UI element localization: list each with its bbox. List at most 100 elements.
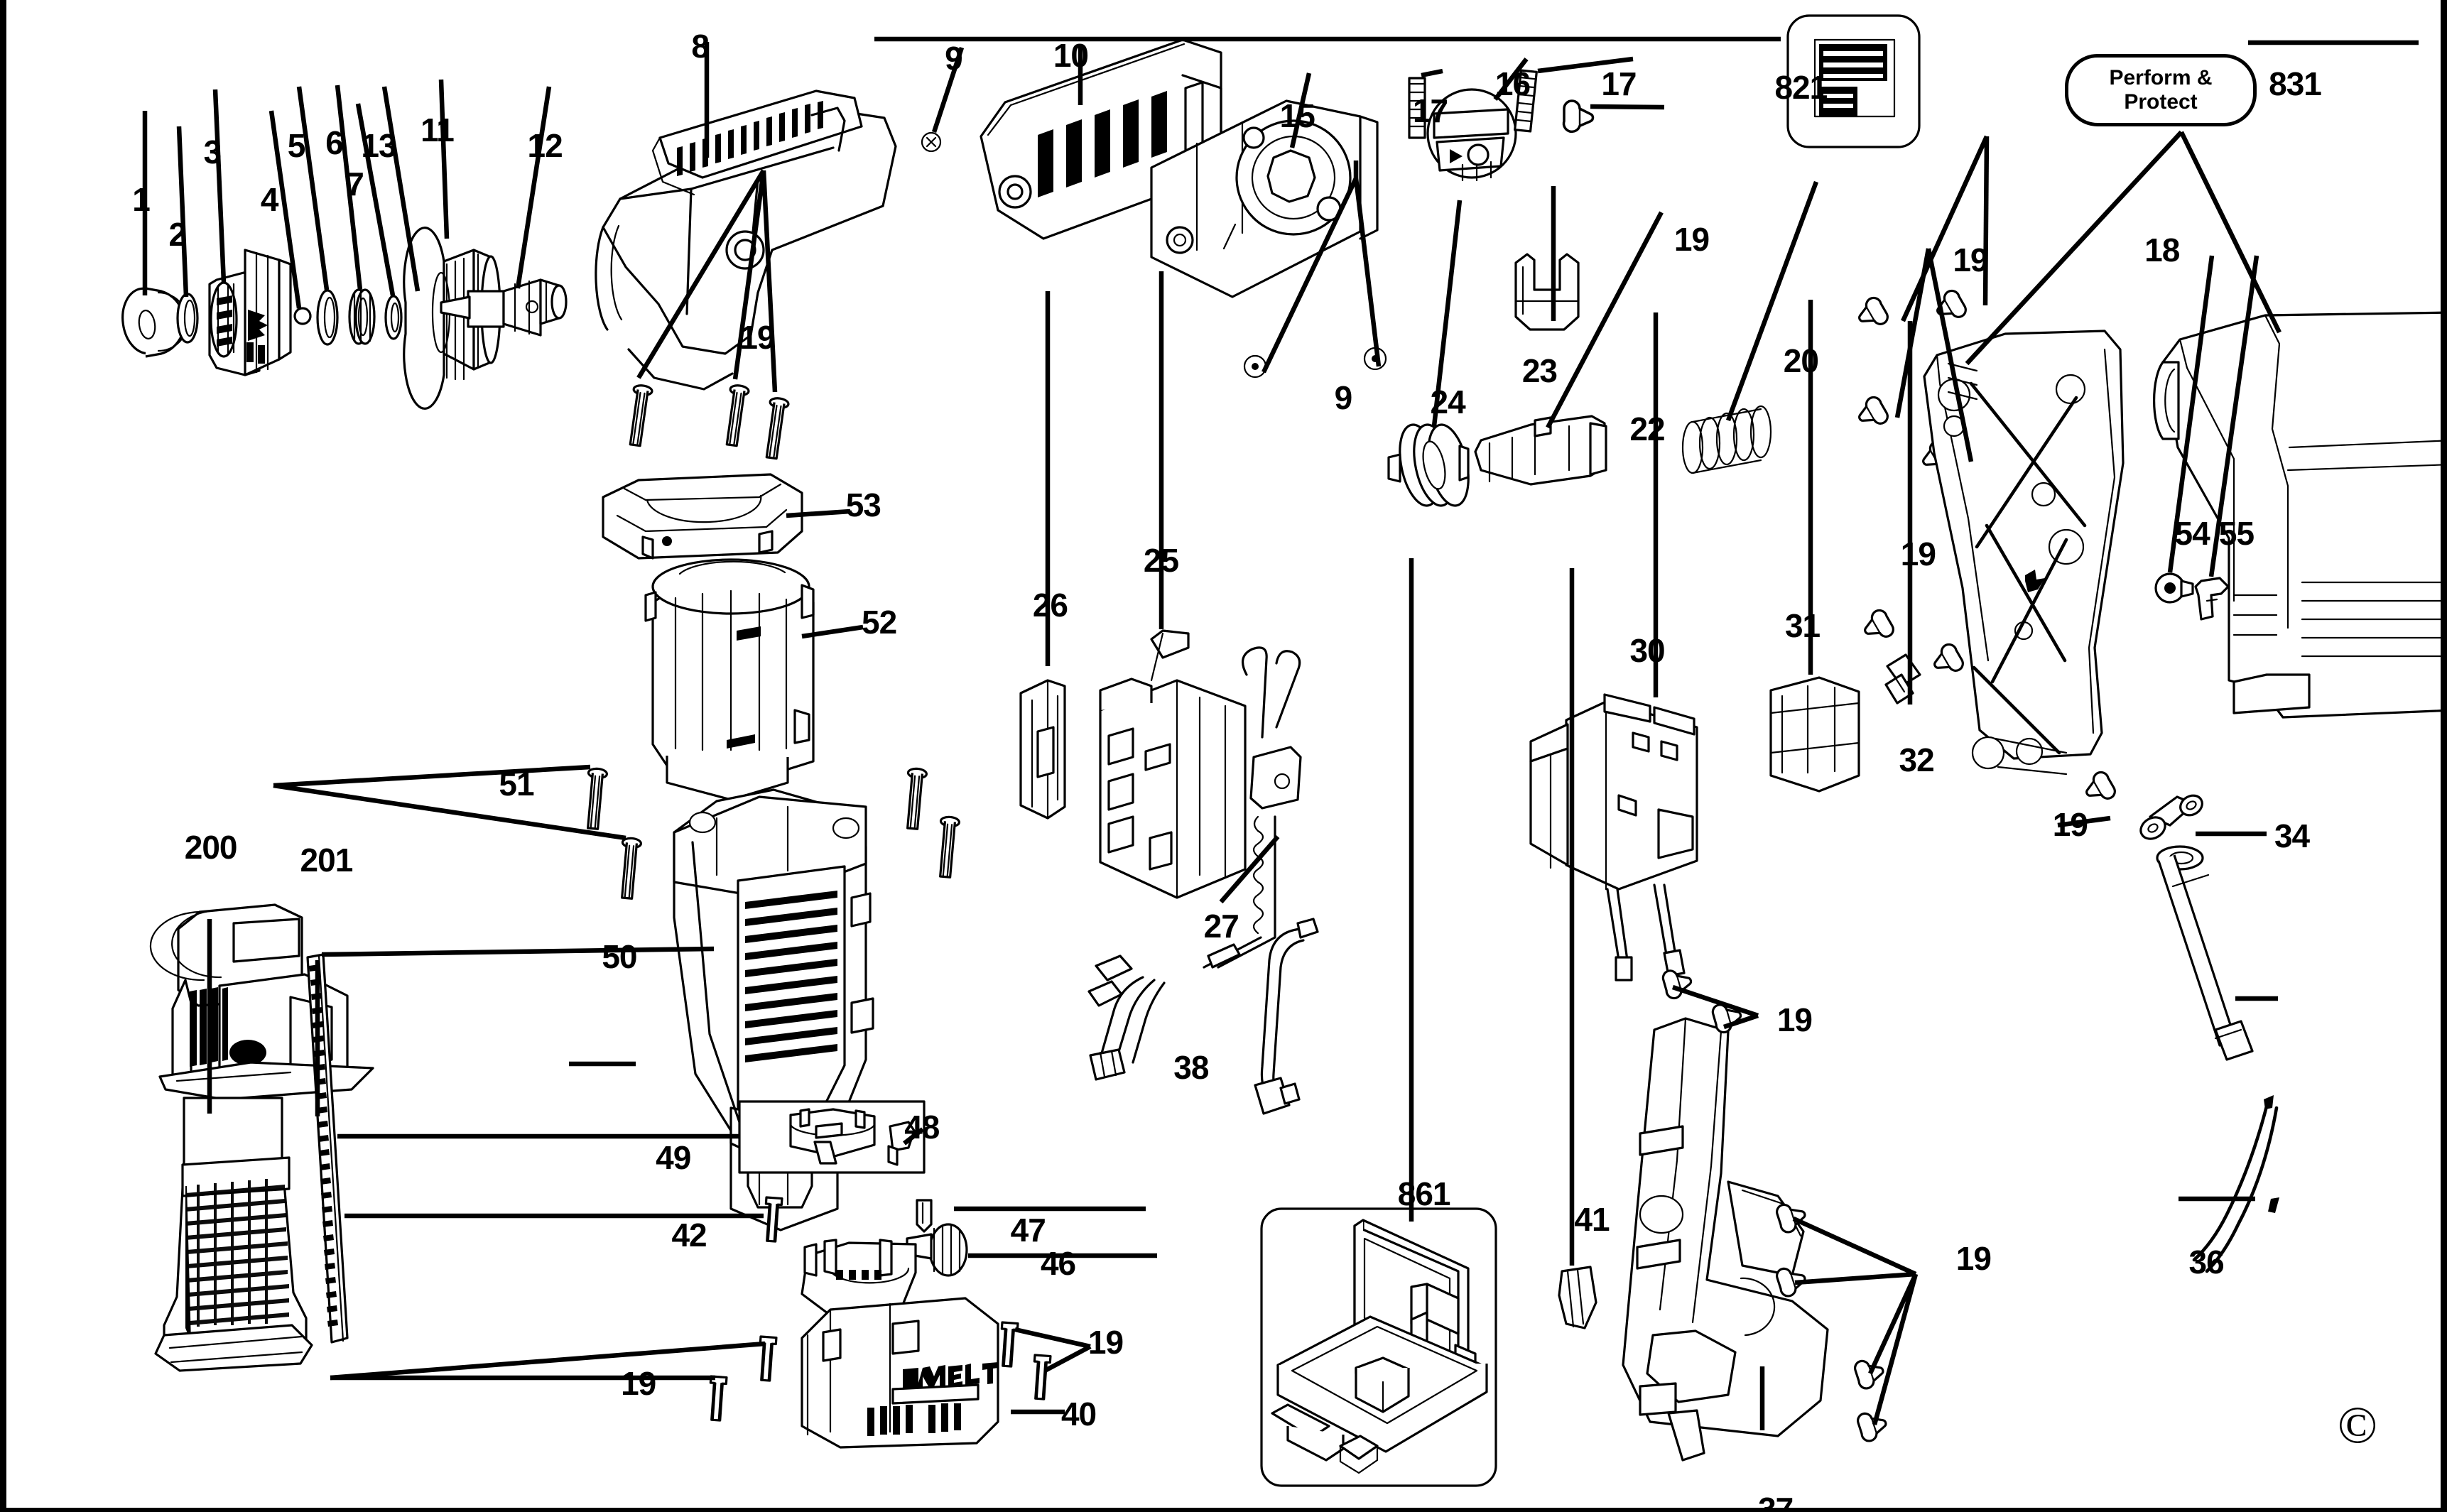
callout-19-c: 19 <box>1900 535 1936 573</box>
part-38-cable <box>1254 918 1319 1115</box>
exploded-diagram-artwork: .ln{fill:none;stroke:#000;stroke-width:3… <box>121 14 2441 1487</box>
part-19-rivet-a <box>1562 99 1595 134</box>
callout-19-f: 19 <box>2052 806 2088 844</box>
part-19-screw-d <box>1852 393 1892 434</box>
callout-821: 821 <box>1774 68 1828 106</box>
callout-47: 47 <box>1010 1212 1046 1249</box>
callout-34: 34 <box>2274 817 2310 855</box>
part-2-ring <box>176 293 199 344</box>
part-41-brush <box>1558 1266 1597 1329</box>
part-19-screw-m <box>998 1321 1019 1368</box>
callout-5: 5 <box>287 127 306 165</box>
part-7-washer <box>384 295 403 340</box>
callout-51: 51 <box>499 765 534 803</box>
callout-19-h: 19 <box>621 1365 656 1403</box>
handle-tube-right <box>2156 845 2254 1061</box>
callout-200: 200 <box>184 828 238 866</box>
part-12-collar <box>440 278 568 337</box>
part-22-slider <box>1474 415 1607 486</box>
part-861-case <box>1260 1207 1497 1487</box>
callout-831: 831 <box>2269 65 2322 103</box>
part-18-housing-left <box>1923 330 2125 776</box>
part-8-housing <box>595 89 897 391</box>
part-17-pin-a <box>1408 77 1426 139</box>
callout-30: 30 <box>1629 632 1665 670</box>
part-9-screw-b <box>1243 354 1267 379</box>
callout-17-b: 17 <box>1601 65 1637 103</box>
part-17-pin-b <box>1514 69 1538 133</box>
part-16-mode-selector <box>1426 88 1517 182</box>
callout-50: 50 <box>602 937 637 975</box>
callout-19-g: 19 <box>1087 1324 1124 1361</box>
callout-19-e: 19 <box>1776 1001 1813 1038</box>
dewalt-logo-on-battery <box>903 1362 998 1389</box>
callout-19-b: 19 <box>1953 241 1988 278</box>
callout-46: 46 <box>1040 1244 1076 1282</box>
callout-25: 25 <box>1143 542 1179 580</box>
part-53-baffle <box>602 473 803 560</box>
part-26-module <box>1019 679 1066 820</box>
callout-16: 16 <box>1494 65 1531 103</box>
perform-protect-line2: Protect <box>2124 90 2198 114</box>
part-52-motor <box>644 558 815 801</box>
callout-10: 10 <box>1053 37 1089 75</box>
part-55-clip <box>2194 577 2230 621</box>
callout-19-a: 19 <box>1673 220 1710 258</box>
perform-protect-badge: Perform & Protect <box>2065 54 2257 126</box>
callout-19-i: 19 <box>1955 1240 1992 1278</box>
part-46-clamp-body <box>801 1239 917 1317</box>
callout-7: 7 <box>346 165 364 202</box>
callout-27: 27 <box>1203 908 1239 945</box>
callout-9-b: 9 <box>1334 379 1353 416</box>
part-20-spring <box>1681 405 1772 474</box>
part-25-controller <box>1099 629 1247 899</box>
callout-31: 31 <box>1784 607 1821 644</box>
callout-15: 15 <box>1279 97 1315 134</box>
part-9-screw-a <box>921 131 942 153</box>
part-24-bearing <box>1387 423 1470 507</box>
callout-9-a: 9 <box>945 40 963 77</box>
part-19-screw-b <box>1852 294 1892 335</box>
part-19-screw-h <box>624 383 654 448</box>
callout-13: 13 <box>361 127 396 165</box>
part-27-harness <box>1087 646 1302 1081</box>
callout-42: 42 <box>671 1216 707 1253</box>
callout-2: 2 <box>168 215 188 253</box>
callout-6: 6 <box>325 124 344 161</box>
callout-26: 26 <box>1032 586 1068 624</box>
part-19-screw-g <box>1857 607 1897 647</box>
callout-37: 37 <box>1758 1490 1794 1512</box>
part-51-screw-d <box>935 815 961 879</box>
part-19-screw-k <box>707 1375 728 1422</box>
callout-24: 24 <box>1430 384 1466 421</box>
callout-1: 1 <box>132 180 151 218</box>
part-6-spring-washer <box>348 288 376 345</box>
callout-52: 52 <box>862 604 897 641</box>
callout-201: 201 <box>300 841 354 879</box>
part-19-screw-f <box>1927 641 1967 681</box>
copyright-icon: © <box>2337 1396 2378 1455</box>
part-30-switch <box>1529 693 1698 981</box>
part-4-ball <box>293 307 312 325</box>
part-40-battery <box>801 1297 999 1449</box>
callout-49: 49 <box>656 1138 691 1176</box>
part-37-handle-shell <box>1622 1017 1829 1462</box>
part-32-pin <box>1884 653 1921 705</box>
part-19-screw-n <box>1031 1354 1052 1400</box>
callout-54: 54 <box>2174 515 2210 553</box>
part-36-wires <box>2192 1095 2279 1273</box>
callout-55: 55 <box>2218 515 2255 553</box>
callout-861: 861 <box>1397 1175 1451 1212</box>
callout-22: 22 <box>1629 410 1665 448</box>
callout-8: 8 <box>691 27 710 65</box>
callout-41: 41 <box>1574 1200 1610 1238</box>
callout-38: 38 <box>1173 1048 1209 1086</box>
callout-32: 32 <box>1899 741 1935 779</box>
part-821-label <box>1786 14 1921 148</box>
perform-protect-line1: Perform & <box>2109 66 2213 89</box>
callout-20: 20 <box>1783 342 1819 380</box>
part-19-screw-j <box>761 396 791 461</box>
part-51-screw-b <box>617 836 643 901</box>
callout-36: 36 <box>2188 1243 2225 1280</box>
